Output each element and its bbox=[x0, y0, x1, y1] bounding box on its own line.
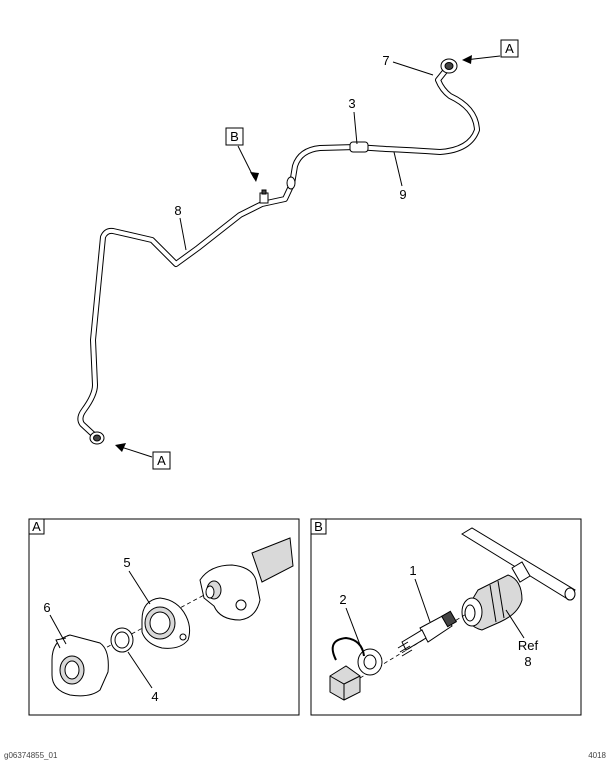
callout-b-label: B bbox=[230, 129, 239, 144]
detail-a-oring bbox=[110, 627, 134, 653]
callout-a-bottom-label: A bbox=[157, 453, 166, 468]
detail-a-gasket bbox=[141, 597, 191, 649]
label-part-2: 2 bbox=[339, 592, 346, 607]
detail-a-panel: A 5 bbox=[28, 518, 300, 716]
label-ref-text: Ref bbox=[518, 638, 539, 653]
label-part-3: 3 bbox=[348, 96, 355, 111]
tube-joint bbox=[286, 176, 296, 190]
footer-left: g06374855_01 bbox=[4, 751, 58, 760]
bottom-fitting bbox=[89, 431, 105, 445]
callout-a-bottom: A bbox=[115, 443, 171, 470]
callout-a-top-label: A bbox=[505, 41, 514, 56]
detail-a-title: A bbox=[32, 519, 41, 534]
label-part-8: 8 bbox=[174, 203, 181, 218]
top-fitting bbox=[440, 58, 458, 74]
detail-b-panel: B bbox=[310, 518, 582, 716]
tube-outline bbox=[77, 67, 480, 440]
label-ref-number: 8 bbox=[524, 654, 531, 669]
detail-b-tee-tube bbox=[461, 527, 576, 601]
footer-right: 4018 bbox=[588, 751, 606, 760]
callout-b: B bbox=[225, 127, 259, 182]
valve-b-fitting bbox=[259, 189, 269, 204]
callout-a-top: A bbox=[462, 39, 519, 64]
detail-b-large-fitting bbox=[461, 574, 523, 631]
detail-b-washer bbox=[357, 648, 383, 676]
tube-assembly bbox=[77, 58, 480, 445]
label-part-9: 9 bbox=[399, 187, 406, 202]
tube-clamp-3 bbox=[349, 141, 369, 153]
detail-a-cap bbox=[51, 634, 109, 697]
label-part-4: 4 bbox=[151, 689, 158, 704]
detail-a-tube bbox=[199, 537, 294, 621]
detail-b-valve-core bbox=[397, 610, 458, 657]
tube-inner bbox=[78, 68, 479, 439]
label-part-7: 7 bbox=[382, 53, 389, 68]
label-part-6: 6 bbox=[43, 600, 50, 615]
detail-b-title: B bbox=[314, 519, 323, 534]
label-part-5: 5 bbox=[123, 555, 130, 570]
label-part-1: 1 bbox=[409, 563, 416, 578]
